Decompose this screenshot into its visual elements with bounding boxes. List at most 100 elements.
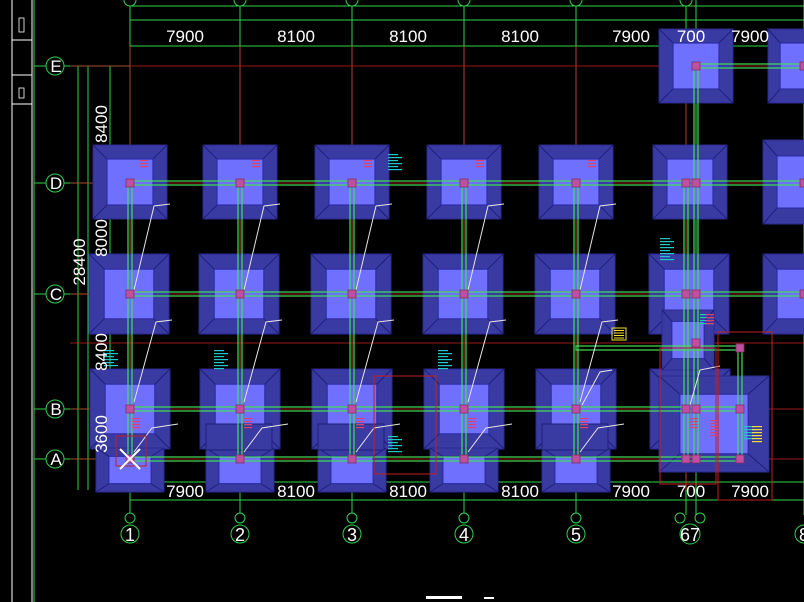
axis-label-5: 5 — [571, 525, 581, 545]
tie-beam-block — [205, 423, 273, 451]
annotation-pink-line — [364, 160, 372, 162]
footing-c-1 — [88, 253, 170, 335]
column-marker[interactable] — [125, 178, 135, 188]
axis-label-3: 3 — [347, 525, 357, 545]
axis-bubble-1[interactable]: 1 — [120, 512, 140, 545]
column-marker[interactable] — [691, 454, 701, 464]
footing-d-8 — [762, 139, 804, 225]
column-marker[interactable] — [459, 454, 469, 464]
annotation-note-line — [104, 353, 118, 355]
column-marker[interactable] — [235, 454, 245, 464]
rebar-line — [133, 319, 173, 403]
axis-bubble-2[interactable]: 2 — [230, 512, 250, 545]
bottom-dim-6: 700 — [677, 482, 705, 501]
column-marker[interactable] — [799, 178, 804, 188]
annotation-note-line — [744, 438, 754, 440]
column-marker[interactable] — [459, 289, 469, 299]
bottom-caption-marks — [426, 596, 494, 599]
axis-bubble-d[interactable]: D — [45, 173, 65, 193]
axis-bubble-b[interactable]: B — [45, 399, 65, 419]
column-marker[interactable] — [691, 289, 701, 299]
annotation-note-line — [104, 356, 114, 358]
column-marker[interactable] — [347, 454, 357, 464]
annotation-pink-line — [132, 427, 140, 429]
axis-bubble-5[interactable]: 5 — [566, 512, 586, 545]
annotation-pink-line — [710, 432, 718, 434]
annotation-pink-line — [476, 166, 484, 168]
column-marker[interactable] — [125, 289, 135, 299]
column-marker[interactable] — [571, 178, 581, 188]
column-marker[interactable] — [571, 289, 581, 299]
annotation-yellow-line — [614, 332, 624, 334]
annotation-pink-line — [690, 427, 698, 429]
column-marker[interactable] — [735, 454, 745, 464]
column-marker[interactable] — [235, 404, 245, 414]
annotation-note-line — [214, 359, 228, 361]
column-marker[interactable] — [799, 289, 804, 299]
rebar-line — [355, 319, 395, 403]
axis-bubble-4[interactable]: 4 — [454, 512, 474, 545]
column-marker[interactable] — [691, 338, 701, 348]
annotation-pink-line — [706, 320, 714, 322]
column-marker[interactable] — [681, 454, 691, 464]
annotation-note-line — [214, 362, 224, 364]
annotation-pink-line — [710, 420, 718, 422]
rebar-line — [133, 203, 171, 291]
column-marker[interactable] — [571, 454, 581, 464]
axis-bubble-8[interactable]: 8 — [794, 524, 804, 545]
axis-bubble-67[interactable]: 67 — [674, 512, 706, 545]
column-marker[interactable] — [571, 404, 581, 414]
annotation-pink-line — [710, 423, 718, 425]
annotation-note-line — [214, 350, 224, 352]
annotation-note-line — [660, 259, 674, 261]
footings-layer — [88, 28, 804, 493]
column-marker[interactable] — [735, 343, 745, 353]
annotation-pink-line — [356, 427, 364, 429]
axis-label-8: 8 — [799, 525, 804, 545]
annotation-note-line — [388, 451, 402, 453]
axis-bubble-a[interactable]: A — [45, 449, 65, 469]
column-marker[interactable] — [125, 404, 135, 414]
annotation-note-line — [744, 432, 754, 434]
rebar-line — [581, 369, 613, 406]
axis-bubble-c[interactable]: C — [45, 284, 65, 304]
annotation-note-line — [438, 350, 448, 352]
column-marker[interactable] — [681, 404, 691, 414]
column-marker[interactable] — [691, 178, 701, 188]
annotation-yellow-line — [752, 441, 762, 443]
annotation-note-line — [388, 163, 402, 165]
annotation-pink-line — [710, 435, 718, 437]
annotation-note-line — [388, 439, 402, 441]
annotation-note-line — [438, 362, 448, 364]
annotation-pink-line — [468, 421, 476, 423]
column-marker[interactable] — [681, 178, 691, 188]
annotation-red-box — [717, 331, 773, 501]
annotation-yellow-line — [752, 432, 762, 434]
annotation-yellow-line — [752, 426, 762, 428]
footing-e-67 — [658, 28, 734, 104]
column-marker[interactable] — [235, 289, 245, 299]
bottom-dim-4: 8100 — [501, 482, 539, 501]
column-marker[interactable] — [691, 404, 701, 414]
column-marker[interactable] — [459, 404, 469, 414]
top-dim-4: 8100 — [501, 27, 539, 46]
column-marker[interactable] — [681, 289, 691, 299]
annotation-note-line — [438, 356, 448, 358]
column-marker[interactable] — [459, 178, 469, 188]
column-marker[interactable] — [235, 178, 245, 188]
column-marker[interactable] — [799, 61, 804, 71]
annotation-pink-line — [252, 163, 260, 165]
axis-bubble-e[interactable]: E — [45, 56, 65, 76]
axis-bubble-3[interactable]: 3 — [342, 512, 362, 545]
annotation-note-line — [660, 241, 674, 243]
column-marker[interactable] — [691, 61, 701, 71]
annotation-pink-line — [356, 418, 364, 420]
column-marker[interactable] — [347, 404, 357, 414]
column-marker[interactable] — [735, 404, 745, 414]
column-marker[interactable] — [347, 289, 357, 299]
column-marker[interactable] — [347, 178, 357, 188]
annotation-note-line — [744, 426, 754, 428]
annotation-pink-line — [706, 323, 714, 325]
